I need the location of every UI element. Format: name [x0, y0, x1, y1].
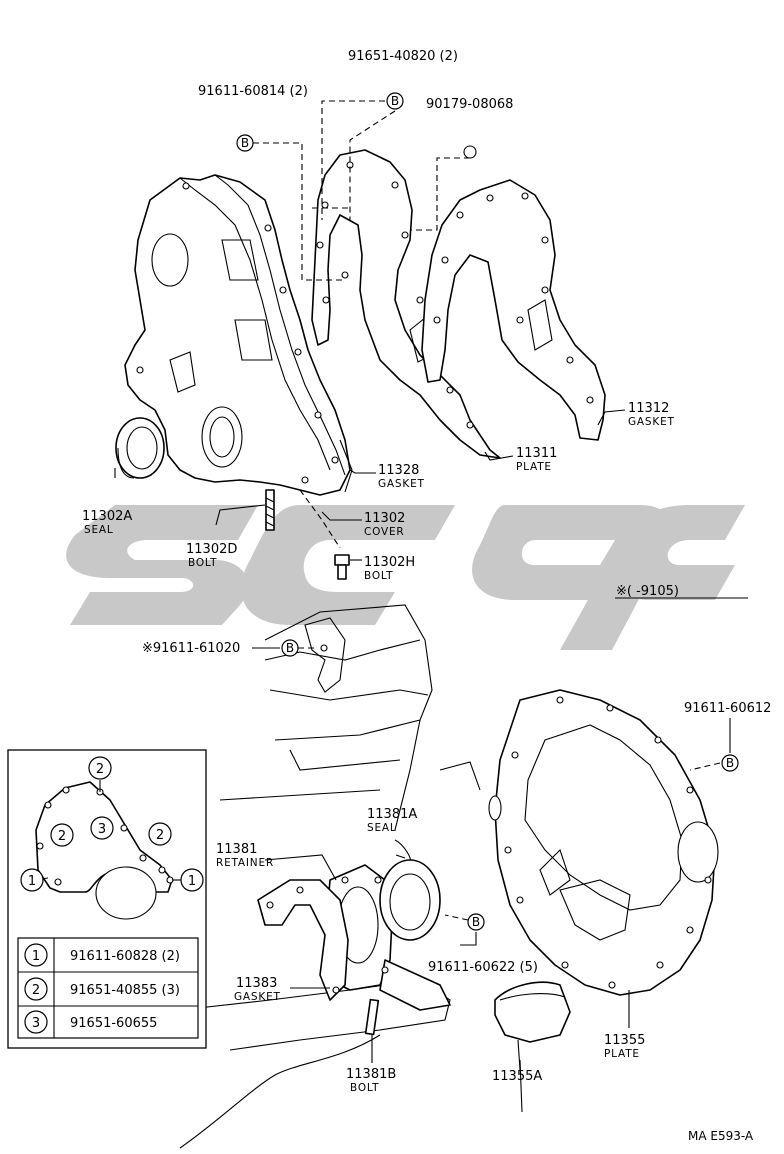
svg-text:PLATE: PLATE — [516, 461, 552, 473]
svg-text:91611-60814 (2): 91611-60814 (2) — [198, 84, 308, 99]
applicability-note: ※( -9105) — [616, 584, 679, 599]
svg-text:B: B — [726, 756, 734, 770]
inset-marker-3: 3 — [90, 816, 114, 840]
svg-text:SEAL: SEAL — [367, 822, 397, 834]
inset-marker-1-left: 1 — [20, 868, 44, 892]
cover-bolt-long[interactable] — [265, 489, 275, 531]
callout-11381A: 11381A SEAL — [367, 807, 417, 834]
timing-plate[interactable] — [421, 145, 606, 441]
bolt-marker-91611-60612[interactable]: B — [721, 754, 739, 772]
timing-cover[interactable] — [124, 174, 351, 496]
legend-row-2: 2 91651-40855 (3) — [24, 977, 180, 1001]
svg-text:11312: 11312 — [628, 401, 669, 416]
callout-11302D: 11302D BOLT — [186, 542, 237, 569]
svg-text:COVER: COVER — [364, 526, 405, 538]
oil-seal-front[interactable] — [115, 417, 165, 479]
svg-text:2: 2 — [32, 983, 40, 998]
svg-text:2: 2 — [58, 829, 66, 844]
svg-text:11328: 11328 — [378, 463, 419, 478]
callout-90179-08068: 90179-08068 — [426, 97, 513, 112]
svg-text:※91611-61020: ※91611-61020 — [142, 641, 240, 656]
svg-text:GASKET: GASKET — [628, 416, 675, 428]
svg-text:11381B: 11381B — [346, 1067, 396, 1082]
legend-row-3: 3 91651-60655 — [24, 1010, 157, 1034]
rear-oil-seal[interactable] — [379, 839, 441, 941]
svg-text:11311: 11311 — [516, 446, 557, 461]
svg-text:91651-60655: 91651-60655 — [70, 1016, 157, 1031]
callout-11312: 11312 GASKET — [628, 401, 675, 428]
svg-text:B: B — [391, 94, 399, 108]
bolt-marker-91611-60814[interactable]: B — [236, 134, 254, 152]
callout-11355: 11355 PLATE — [604, 1033, 645, 1060]
svg-text:91651-40820 (2): 91651-40820 (2) — [348, 49, 458, 64]
end-plate-cover[interactable] — [494, 981, 571, 1043]
svg-text:SEAL: SEAL — [84, 524, 114, 536]
svg-text:RETAINER: RETAINER — [216, 857, 274, 869]
svg-text:91611-60828 (2): 91611-60828 (2) — [70, 949, 180, 964]
plate-nut-icon[interactable] — [463, 145, 477, 159]
callout-91611-60814: 91611-60814 (2) — [198, 84, 308, 99]
svg-text:3: 3 — [32, 1016, 40, 1031]
svg-text:11381: 11381 — [216, 842, 257, 857]
svg-text:1: 1 — [28, 874, 36, 889]
engine-block-outline — [179, 604, 523, 1149]
retainer-bolt[interactable] — [364, 998, 380, 1036]
watermark-logo — [66, 505, 745, 650]
inset-legend-table: 1 91611-60828 (2) 2 91651-40855 (3) 3 91… — [17, 937, 199, 1039]
svg-text:GASKET: GASKET — [378, 478, 425, 490]
svg-text:11383: 11383 — [236, 976, 277, 991]
leader-lines — [114, 100, 748, 1071]
svg-text:1: 1 — [32, 949, 40, 964]
callout-11383: 11383 GASKET — [234, 976, 281, 1003]
svg-text:GASKET: GASKET — [234, 991, 281, 1003]
callout-91651-40820: 91651-40820 (2) — [348, 49, 458, 64]
callout-91611-60612: 91611-60612 — [684, 701, 771, 716]
bolt-marker-91611-61020[interactable]: B — [281, 639, 299, 657]
svg-text:BOLT: BOLT — [350, 1082, 379, 1094]
svg-text:B: B — [241, 136, 249, 150]
svg-text:11381A: 11381A — [367, 807, 417, 822]
svg-text:11302: 11302 — [364, 511, 405, 526]
svg-text:PLATE: PLATE — [604, 1048, 640, 1060]
callout-11302A: 11302A SEAL — [82, 509, 132, 536]
svg-text:BOLT: BOLT — [364, 570, 393, 582]
svg-text:1: 1 — [188, 874, 196, 889]
end-plate[interactable] — [488, 689, 719, 996]
svg-text:91651-40855 (3): 91651-40855 (3) — [70, 983, 180, 998]
svg-text:BOLT: BOLT — [188, 557, 217, 569]
bolt-marker-91651-40820[interactable]: B — [386, 92, 404, 110]
inset-marker-2-right: 2 — [148, 822, 172, 846]
callout-11381B: 11381B BOLT — [346, 1067, 396, 1094]
drawing-code: MA E593-A — [688, 1129, 754, 1143]
svg-text:11302D: 11302D — [186, 542, 237, 557]
callout-11302H: 11302H BOLT — [364, 555, 415, 582]
inset-marker-2-left: 2 — [50, 823, 74, 847]
callout-11311: 11311 PLATE — [516, 446, 557, 473]
svg-text:91611-60612: 91611-60612 — [684, 701, 771, 716]
svg-text:2: 2 — [156, 828, 164, 843]
svg-text:11302H: 11302H — [364, 555, 415, 570]
svg-text:91611-60622 (5): 91611-60622 (5) — [428, 960, 538, 975]
callout-11381: 11381 RETAINER — [216, 842, 274, 869]
svg-text:B: B — [286, 641, 294, 655]
svg-text:11355: 11355 — [604, 1033, 645, 1048]
callout-11328: 11328 GASKET — [378, 463, 425, 490]
cover-gasket[interactable] — [339, 439, 353, 493]
legend-row-1: 1 91611-60828 (2) — [24, 943, 180, 967]
callout-91611-61020: ※91611-61020 — [142, 641, 240, 656]
svg-text:90179-08068: 90179-08068 — [426, 97, 513, 112]
inset-marker-2-top: 2 — [88, 756, 112, 780]
svg-text:B: B — [472, 915, 480, 929]
svg-text:11355A: 11355A — [492, 1069, 542, 1084]
callout-11302: 11302 COVER — [364, 511, 405, 538]
inset-marker-1-right: 1 — [180, 868, 204, 892]
svg-text:2: 2 — [96, 762, 104, 777]
svg-text:3: 3 — [98, 822, 106, 837]
callout-91611-60622: 91611-60622 (5) — [428, 960, 538, 975]
cover-bolt-short[interactable] — [334, 554, 350, 580]
svg-text:11302A: 11302A — [82, 509, 132, 524]
callout-11355A: 11355A — [492, 1069, 542, 1084]
bolt-marker-91611-60622[interactable]: B — [467, 913, 485, 931]
